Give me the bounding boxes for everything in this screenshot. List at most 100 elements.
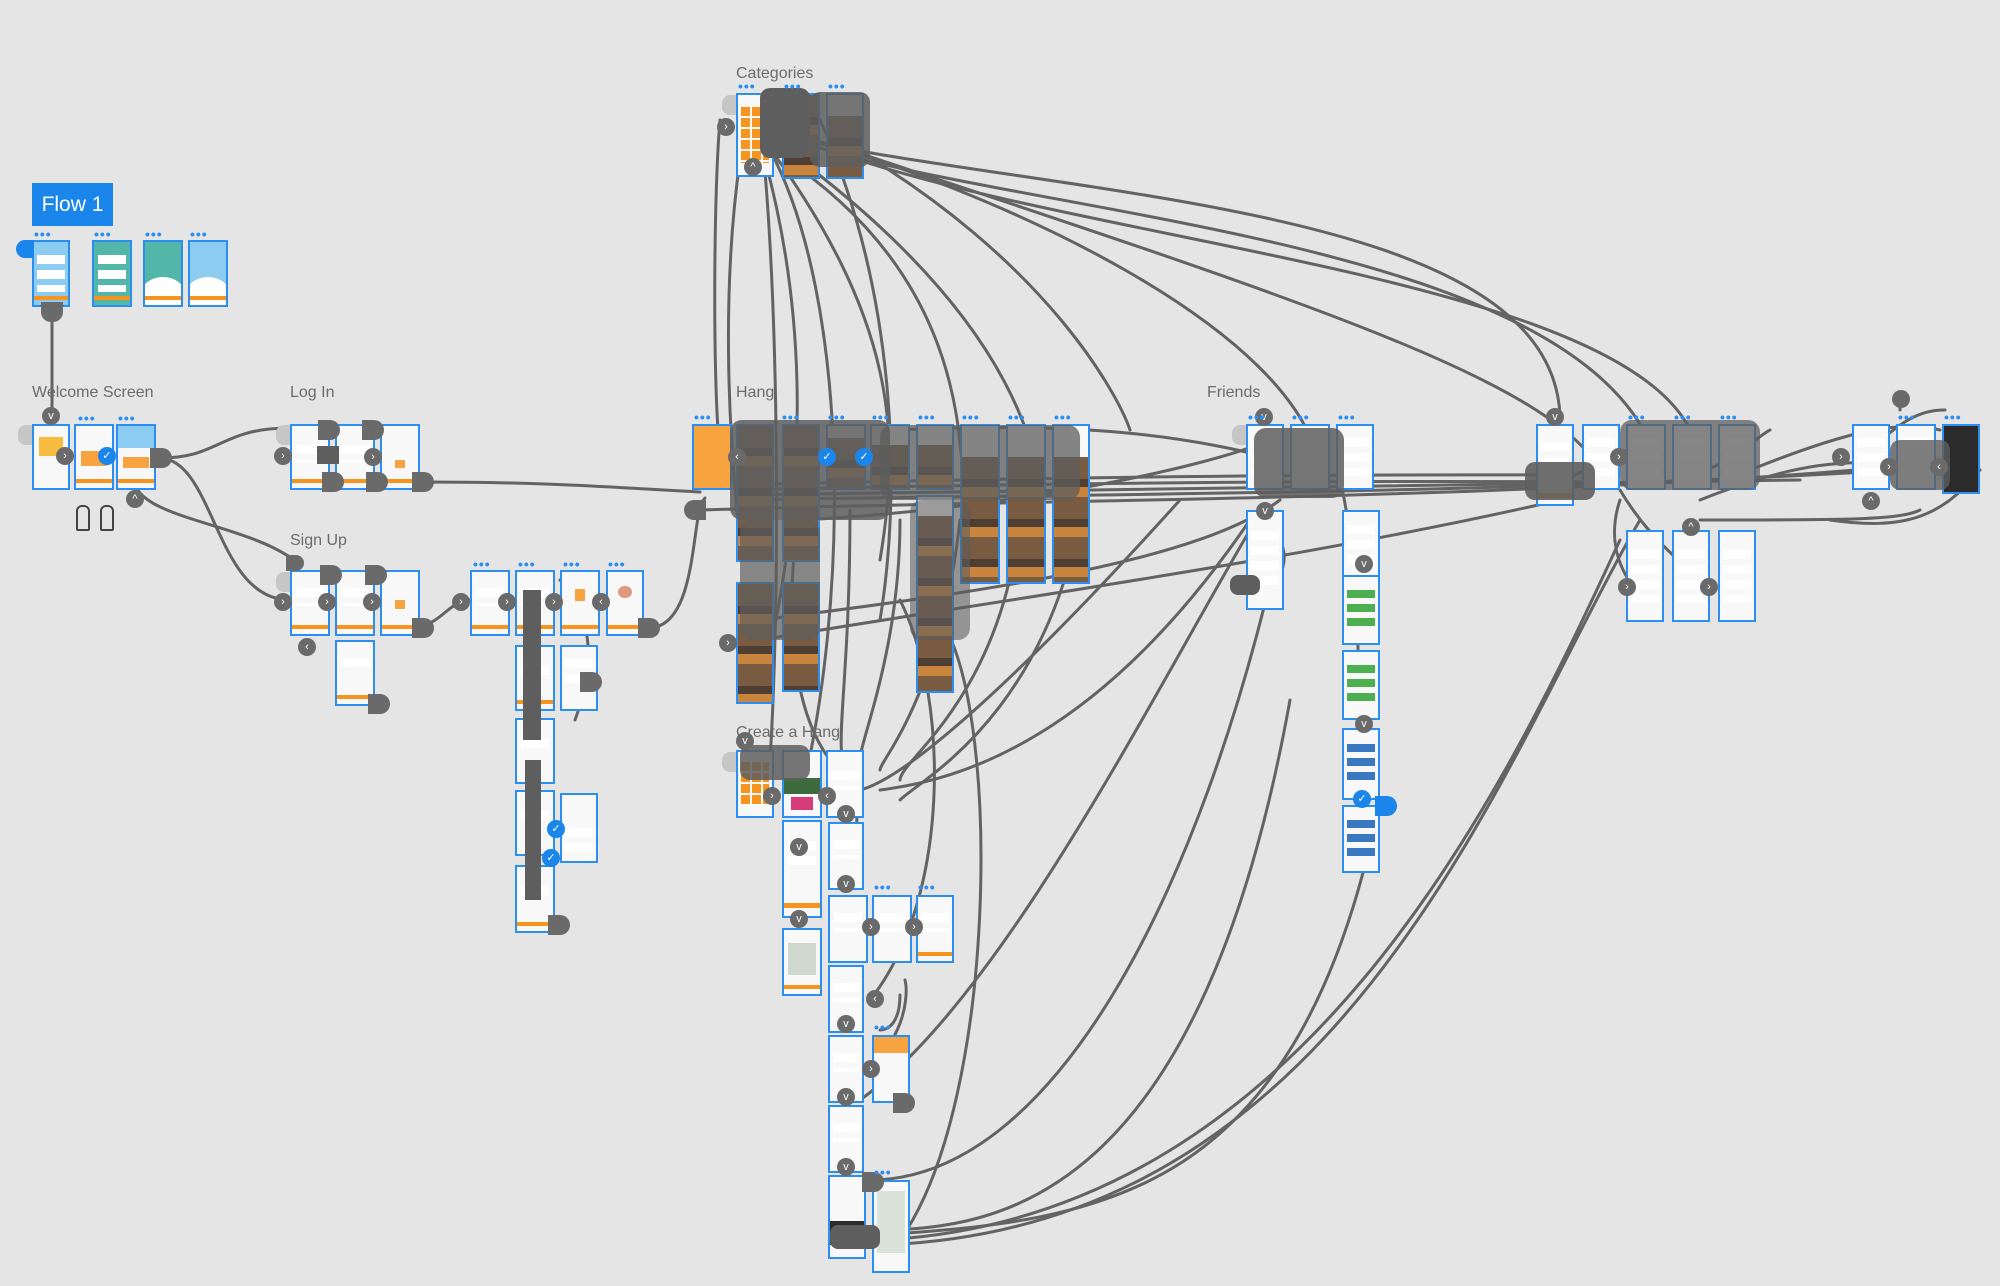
chevron-down-icon[interactable]: v	[736, 732, 754, 750]
artboard-menu-icon[interactable]: •••	[145, 226, 163, 242]
overlapping-handles[interactable]	[740, 745, 810, 780]
artboard-menu-icon[interactable]: •••	[1628, 409, 1646, 425]
connection-handle[interactable]	[893, 1093, 915, 1113]
overlapping-handles[interactable]	[880, 425, 1080, 500]
chevron-right-icon[interactable]: ›	[862, 918, 880, 936]
chevron-right-icon[interactable]: ›	[274, 593, 292, 611]
artboard-menu-icon[interactable]: •••	[94, 226, 112, 242]
chevron-right-icon[interactable]: ›	[719, 634, 737, 652]
chevron-right-icon[interactable]: ›	[56, 447, 74, 465]
artboard-menu-icon[interactable]: •••	[34, 226, 52, 242]
artboard-menu-icon[interactable]: •••	[962, 409, 980, 425]
chevron-left-icon[interactable]: ‹	[728, 448, 746, 466]
chevron-up-icon[interactable]: ^	[744, 158, 762, 176]
artboard-menu-icon[interactable]: •••	[874, 879, 892, 895]
chevron-up-icon[interactable]: ^	[1862, 492, 1880, 510]
artboard-menu-icon[interactable]: •••	[1338, 409, 1356, 425]
connection-handle[interactable]	[317, 446, 339, 464]
artboard-menu-icon[interactable]: •••	[828, 409, 846, 425]
connection-handle[interactable]	[412, 618, 434, 638]
artboard-hang-onboard[interactable]	[692, 424, 732, 490]
connection-handle[interactable]	[286, 555, 304, 571]
chevron-right-icon[interactable]: ›	[717, 118, 735, 136]
chevron-down-icon[interactable]: v	[1355, 715, 1373, 733]
artboard-menu-icon[interactable]: •••	[872, 409, 890, 425]
chevron-right-icon[interactable]: ›	[862, 1060, 880, 1078]
flow-badge[interactable]: Flow 1	[32, 183, 113, 226]
chevron-down-icon[interactable]: v	[1256, 502, 1274, 520]
artboard-keyboard[interactable]	[560, 793, 598, 863]
artboard-menu-icon[interactable]: •••	[1054, 409, 1072, 425]
artboard-menu-icon[interactable]: •••	[518, 556, 536, 572]
artboard-profile-4[interactable]	[606, 570, 644, 636]
connection-handle[interactable]	[365, 565, 387, 585]
artboard-extra-1[interactable]	[1852, 424, 1890, 490]
chevron-right-icon[interactable]: ›	[274, 447, 292, 465]
artboard-menu-icon[interactable]: •••	[118, 410, 136, 426]
artboard-menu-icon[interactable]: •••	[1898, 409, 1916, 425]
overlapping-handles[interactable]	[523, 590, 541, 740]
check-icon[interactable]: ✓	[855, 448, 873, 466]
artboard-menu-icon[interactable]: •••	[874, 1019, 892, 1035]
connection-handle[interactable]	[580, 672, 602, 692]
check-icon[interactable]: ✓	[1353, 790, 1371, 808]
chevron-down-icon[interactable]: v	[1355, 555, 1373, 573]
chevron-up-icon[interactable]: ^	[1682, 518, 1700, 536]
chevron-down-icon[interactable]: v	[42, 407, 60, 425]
artboard-menu-icon[interactable]: •••	[608, 556, 626, 572]
connection-handle[interactable]	[548, 915, 570, 935]
artboard-friends-4[interactable]	[1246, 510, 1284, 610]
home-flow-marker[interactable]	[16, 240, 34, 258]
artboard-menu-icon[interactable]: •••	[874, 1164, 892, 1180]
artboard-menu-icon[interactable]: •••	[1720, 409, 1738, 425]
artboard-menu-icon[interactable]: •••	[918, 879, 936, 895]
overlapping-handles[interactable]	[830, 1225, 880, 1249]
connection-handle[interactable]	[322, 472, 344, 492]
overlapping-handles[interactable]	[910, 500, 970, 640]
chevron-down-icon[interactable]: v	[837, 1015, 855, 1033]
overlapping-handles[interactable]	[760, 88, 810, 158]
artboard-menu-icon[interactable]: •••	[694, 409, 712, 425]
chevron-left-icon[interactable]: ‹	[298, 638, 316, 656]
connection-handle[interactable]	[412, 472, 434, 492]
artboard-menu-icon[interactable]: •••	[918, 409, 936, 425]
check-icon[interactable]: ✓	[98, 447, 116, 465]
artboard-menu-icon[interactable]: •••	[1674, 409, 1692, 425]
artboard-onboarding-1[interactable]	[32, 240, 70, 307]
chevron-right-icon[interactable]: ›	[1618, 578, 1636, 596]
artboard-settings-1[interactable]	[1626, 530, 1664, 622]
chevron-left-icon[interactable]: ‹	[866, 990, 884, 1008]
chevron-down-icon[interactable]: v	[837, 1088, 855, 1106]
connection-handle[interactable]	[366, 472, 388, 492]
connection-handle[interactable]	[150, 448, 172, 468]
artboard-settings-3[interactable]	[1718, 530, 1756, 622]
chevron-left-icon[interactable]: ‹	[1930, 458, 1948, 476]
artboard-create-6[interactable]	[828, 895, 868, 963]
chevron-right-icon[interactable]: ›	[1880, 458, 1898, 476]
overlapping-handles[interactable]	[1620, 420, 1760, 490]
artboard-friends-7[interactable]	[1342, 650, 1380, 720]
connection-handle[interactable]	[368, 694, 390, 714]
artboard-menu-icon[interactable]: •••	[563, 556, 581, 572]
artboard-menu-icon[interactable]: •••	[738, 78, 756, 94]
chevron-right-icon[interactable]: ›	[763, 787, 781, 805]
artboard-onboarding-2[interactable]	[92, 240, 132, 307]
artboard-create-4[interactable]	[782, 820, 822, 918]
check-icon[interactable]: ✓	[542, 849, 560, 867]
overlapping-handles[interactable]	[730, 420, 890, 520]
chevron-right-icon[interactable]: ›	[364, 448, 382, 466]
chevron-left-icon[interactable]: ‹	[592, 593, 610, 611]
chevron-right-icon[interactable]: ›	[1610, 448, 1628, 466]
artboard-friends-8[interactable]	[1342, 728, 1380, 800]
artboard-onboarding-3[interactable]	[143, 240, 183, 307]
chevron-down-icon[interactable]: v	[790, 838, 808, 856]
close-icon[interactable]: ›	[363, 593, 381, 611]
artboard-menu-icon[interactable]: •••	[1944, 409, 1962, 425]
connection-handle[interactable]	[318, 420, 340, 440]
overlapping-handles[interactable]	[1254, 428, 1344, 498]
artboard-menu-icon[interactable]: •••	[1248, 409, 1266, 425]
overlapping-handles[interactable]	[1525, 462, 1595, 500]
connection-handle[interactable]	[320, 565, 342, 585]
check-icon[interactable]: ✓	[818, 448, 836, 466]
